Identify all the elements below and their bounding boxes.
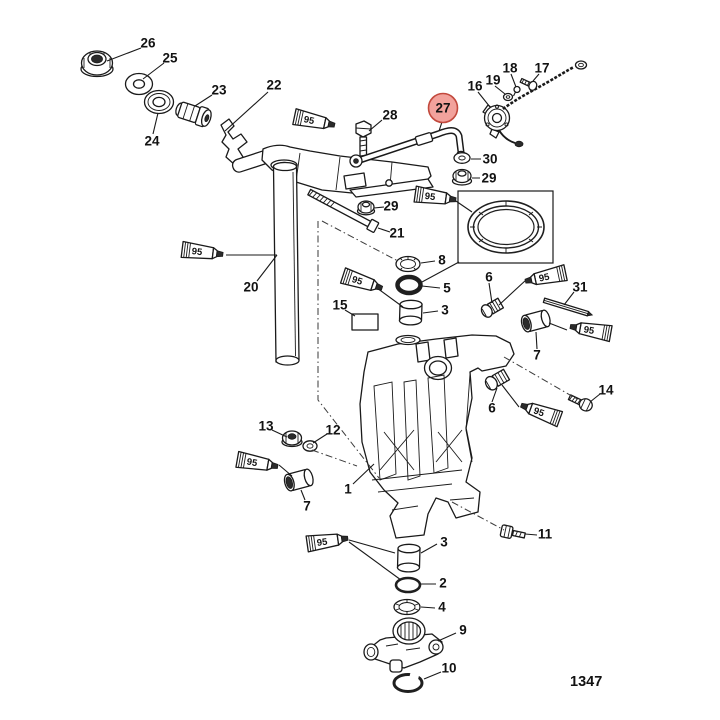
part-14-bolt	[567, 394, 593, 412]
part-5-oring	[395, 274, 423, 296]
callout-11[interactable]: 11	[538, 527, 553, 542]
part-19-washer	[502, 92, 514, 102]
callout-9[interactable]: 9	[459, 623, 467, 638]
part-23-fitting	[175, 101, 212, 128]
callout-24[interactable]: 24	[144, 134, 160, 149]
callout-22[interactable]: 22	[266, 78, 281, 93]
callout-5[interactable]: 5	[443, 281, 451, 296]
drawing-code: 1347	[570, 674, 602, 690]
part-2-oring	[394, 576, 422, 594]
part-7-bushing-left	[283, 468, 314, 492]
callout-19[interactable]: 19	[485, 73, 500, 88]
part-17-screw	[519, 77, 538, 91]
part-30-washer	[453, 152, 471, 164]
callout-8[interactable]: 8	[438, 253, 446, 268]
sealant-tube-label: 95	[316, 536, 329, 548]
part-9-bearing-housing	[363, 617, 444, 673]
callout-29[interactable]: 29	[383, 199, 398, 214]
callout-1[interactable]: 1	[344, 482, 352, 497]
callout-3[interactable]: 3	[440, 535, 448, 550]
callout-10[interactable]: 10	[441, 661, 456, 676]
sealant-tube: 95	[524, 264, 568, 286]
sealant-tube-label: 95	[303, 114, 316, 127]
part-11-bolt	[499, 524, 526, 539]
sealant-tube-label: 95	[583, 324, 596, 337]
part-21-stud	[307, 188, 380, 233]
sealant-tube-label: 95	[532, 406, 546, 420]
part-31-pin	[542, 297, 594, 317]
part-12-washer	[302, 440, 318, 452]
callout-25[interactable]: 25	[162, 51, 178, 66]
sealant-tube-label: 95	[246, 457, 259, 470]
sealant-tube: 95	[235, 450, 279, 471]
sealant-tube: 95	[520, 402, 564, 428]
seal-inset-box	[457, 190, 554, 264]
callout-21[interactable]: 21	[389, 226, 405, 241]
part-18-screw	[513, 85, 521, 97]
part-27-steering-link	[349, 127, 466, 168]
part-22-bracket-plate	[220, 118, 248, 166]
sealant-tube: 95	[413, 185, 457, 205]
callout-28[interactable]: 28	[382, 108, 398, 123]
part-6-plug-lower	[484, 368, 511, 391]
callout-29[interactable]: 29	[481, 171, 496, 186]
sealant-tube-label: 95	[350, 274, 364, 288]
callout-27[interactable]: 27	[435, 101, 450, 116]
sealant-tube-label: 95	[424, 191, 437, 203]
part-8-washer	[395, 255, 421, 273]
part-15-decal	[351, 313, 379, 331]
callout-12[interactable]: 12	[325, 423, 340, 438]
callout-31[interactable]: 31	[572, 280, 588, 295]
ground-cable	[502, 65, 575, 111]
callout-23[interactable]: 23	[211, 83, 227, 98]
callout-15[interactable]: 15	[332, 298, 348, 313]
steering-arm-assembly	[231, 144, 434, 198]
part-7-bushing-right	[520, 309, 551, 333]
part-1-swivel-bracket	[359, 334, 515, 539]
sealant-tube: 95	[305, 533, 349, 553]
part-20-swivel-tube	[272, 161, 300, 366]
callout-13[interactable]: 13	[258, 419, 274, 434]
callout-20[interactable]: 20	[243, 280, 258, 295]
sealant-tube: 95	[180, 240, 224, 260]
sealant-tube-label: 95	[191, 246, 204, 258]
callout-30[interactable]: 30	[482, 152, 497, 167]
highlight-circle-part-27	[427, 92, 459, 124]
assembly-axis-lines	[311, 220, 578, 531]
sealant-tubes-layer: 95 95 95 95 95 95 95 95 95	[180, 108, 613, 553]
sealant-tube: 95	[292, 108, 336, 130]
part-25-washer	[124, 72, 154, 96]
part-24-washer	[143, 89, 175, 115]
callout-2[interactable]: 2	[439, 576, 447, 591]
callout-18[interactable]: 18	[502, 61, 518, 76]
part-26-locknut	[80, 50, 114, 78]
part-3-bushing-lower	[396, 543, 421, 573]
callout-26[interactable]: 26	[140, 36, 156, 51]
callout-3[interactable]: 3	[441, 303, 449, 318]
part-13-flange-nut	[281, 430, 303, 448]
part-29-flange-nut-right	[451, 168, 473, 186]
callout-leader-lines	[106, 47, 601, 680]
sealant-tube: 95	[339, 267, 384, 291]
part-3-bushing-upper	[398, 299, 423, 326]
part-4-seal	[393, 598, 421, 616]
part-29-flange-nut-left	[356, 200, 376, 216]
callout-7[interactable]: 7	[533, 348, 541, 363]
callout-14[interactable]: 14	[598, 383, 614, 398]
callout-4[interactable]: 4	[438, 600, 446, 615]
callout-16[interactable]: 16	[467, 79, 483, 94]
sealant-tube-label: 95	[538, 271, 551, 284]
part-16-trim-sender	[482, 60, 588, 148]
callout-6[interactable]: 6	[488, 401, 496, 416]
part-10-snap-ring	[392, 671, 424, 693]
callout-17[interactable]: 17	[534, 61, 549, 76]
sealant-tube: 95	[569, 322, 613, 343]
callout-7[interactable]: 7	[303, 499, 311, 514]
callout-6[interactable]: 6	[485, 270, 493, 285]
